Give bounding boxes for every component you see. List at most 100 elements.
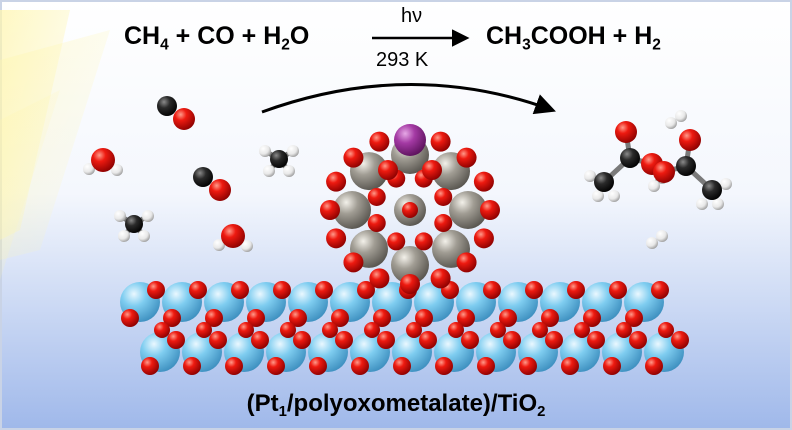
hydrogen-atom [118,230,130,242]
hydrogen-atom [213,239,225,251]
reactant-molecules [83,96,299,252]
oxygen-atom [402,202,418,218]
oxygen-atom [519,357,537,375]
oxygen-atom [574,322,590,338]
oxygen-atom [671,331,689,349]
hydrogen-atom [712,198,724,210]
oxygen-atom [326,228,347,249]
oxygen-atom [587,331,605,349]
oxygen-atom [545,331,563,349]
oxygen-atom [335,331,353,349]
hydrogen-atom [646,237,658,249]
oxygen-atom [141,357,159,375]
oxygen-atom [435,357,453,375]
hydrogen-atom [111,164,123,176]
oxygen-atom [183,357,201,375]
carbon-atom [676,156,696,176]
sunlight-rays [0,10,110,280]
oxygen-atom [448,322,464,338]
product-text-0: CH [486,22,523,50]
oxygen-atom [322,322,338,338]
oxygen-atom [503,331,521,349]
oxygen-atom [163,309,181,327]
oxygen-atom [615,121,637,143]
oxygen-atom [567,281,585,299]
oxygen-atom [315,281,333,299]
oxygen-atom [209,331,227,349]
hydrogen-atom [114,210,126,222]
reactant-subscript-1: 2 [281,36,290,54]
oxygen-atom [434,187,453,206]
hydrogen-atom [83,163,95,175]
tio2-slab-back-row [120,281,669,327]
hydrogen-atom [720,178,732,190]
oxygen-atom [121,309,139,327]
carbon-atom [594,172,614,192]
oxygen-atom [419,331,437,349]
oxygen-atom [473,171,494,192]
oxygen-atom [561,357,579,375]
oxygen-atom [267,357,285,375]
oxygen-atom [189,281,207,299]
oxygen-atom [196,322,212,338]
oxygen-atom [603,357,621,375]
reactant-text-2: O [289,22,310,50]
oxygen-atom [326,171,347,192]
oxygen-atom [167,331,185,349]
oxygen-atom [422,160,442,180]
oxygen-atom [387,232,406,251]
hydrogen-atom [142,210,154,222]
oxygen-atom [289,309,307,327]
hydrogen-atom [584,170,596,182]
carbon-atom [702,180,722,200]
oxygen-atom [406,322,422,338]
caption-text-1: /polyoxometalate)/TiO [286,390,538,417]
carbon-atom [270,150,288,168]
hydrogen-atom [648,180,660,192]
hydrogen-atom [696,198,708,210]
oxygen-atom [625,309,643,327]
oxygen-atom [490,322,506,338]
process-arrow [261,83,556,115]
oxygen-atom [456,252,477,273]
oxygen-atom [378,160,398,180]
oxygen-atom [456,147,477,168]
oxygen-atom [393,357,411,375]
caption-text-0: (Pt [246,390,279,417]
oxygen-atom [205,309,223,327]
oxygen-atom [616,322,632,338]
hydrogen-atom [287,145,299,157]
hydrogen-atom [259,145,271,157]
oxygen-atom [367,214,386,233]
oxygen-atom [679,129,701,151]
carbon-atom [157,96,177,116]
oxygen-atom [231,281,249,299]
platinum-atom [394,124,426,156]
oxygen-atom [369,131,390,152]
hydrogen-atom [608,190,620,202]
oxygen-atom [645,357,663,375]
condition-temperature: 293 K [376,49,429,71]
reactant-text-1: + CO + H [168,22,282,50]
oxygen-atom [525,281,543,299]
oxygen-atom [225,357,243,375]
oxygen-atom [309,357,327,375]
catalyst-caption: (Pt1/polyoxometalate)/TiO2 [0,390,792,421]
oxygen-atom [238,322,254,338]
oxygen-atom [415,309,433,327]
hydrogen-atom [263,165,275,177]
tungsten-atom [333,191,371,229]
oxygen-atom [343,252,364,273]
carbon-atom [620,148,640,168]
hydrogen-atom [138,230,150,242]
tio2-slab-front-row [140,322,689,375]
oxygen-atom [477,357,495,375]
oxygen-atom [173,108,195,130]
oxygen-atom [364,322,380,338]
reactant-subscript-0: 4 [160,36,169,54]
oxygen-atom [483,281,501,299]
caption-subscript-0: 1 [278,404,287,421]
hydrogen-atom [675,110,687,122]
oxygen-atom [480,200,500,220]
